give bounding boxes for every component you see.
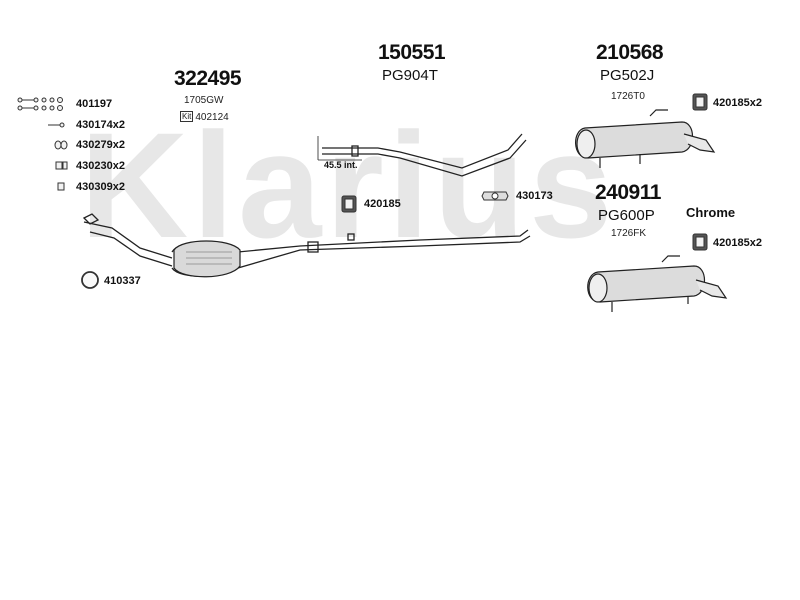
finish-chrome: Chrome — [686, 205, 736, 220]
gasket-430173-icon — [481, 191, 509, 201]
fitting-430230: 430230x2 — [76, 160, 125, 172]
front-pipe-drawing — [82, 213, 531, 277]
part-number-240911: 240911 — [595, 181, 661, 204]
part-code-pg502j: PG502J — [600, 67, 655, 84]
ring-410337-icon — [81, 271, 99, 289]
part-number-322495: 322495 — [174, 67, 242, 90]
fitting-401197: 401197 — [76, 98, 113, 110]
watermark: Klarius — [80, 101, 617, 269]
fitting-430173: 430173 — [516, 190, 553, 202]
centre-pipe-drawing — [317, 133, 527, 177]
part-code-pg904t: PG904T — [382, 67, 438, 84]
rear-silencer-bottom-drawing — [587, 255, 728, 312]
fitting-icons — [17, 93, 708, 289]
kit-number: 402124 — [195, 112, 229, 123]
bolt-430174-icon — [48, 122, 65, 128]
nut-430309-icon — [57, 182, 65, 191]
fitting-410337: 410337 — [104, 275, 141, 287]
fitting-420185-bottom: 420185x2 — [713, 237, 762, 249]
part-number-150551: 150551 — [378, 41, 446, 64]
fitting-430279: 430279x2 — [76, 139, 125, 151]
pipe-dimension: 45.5 int. — [324, 160, 358, 170]
rubber-mount-420185-top-icon — [692, 93, 708, 111]
rubber-mount-420185-mid-icon — [341, 195, 357, 213]
fitting-430174: 430174x2 — [76, 119, 125, 131]
part-subcode-1726t0: 1726T0 — [611, 91, 645, 102]
fitting-420185-top: 420185x2 — [713, 97, 762, 109]
rubber-mount-420185-bottom-icon — [692, 233, 708, 251]
fitting-420185-mid: 420185 — [364, 198, 401, 210]
part-number-210568: 210568 — [596, 41, 664, 64]
bolt-401197-icon — [17, 97, 63, 111]
nut-430230-icon — [55, 161, 68, 170]
kit-prefix: Kit — [180, 111, 194, 122]
catalytic-converter-drawing — [173, 240, 241, 278]
rear-silencer-top-drawing — [575, 109, 716, 168]
part-subcode-1726fk: 1726FK — [611, 228, 647, 239]
fitting-430309: 430309x2 — [76, 181, 125, 193]
spring-430279-icon — [54, 140, 68, 150]
part-code-1705gw: 1705GW — [184, 95, 224, 106]
part-code-pg600p: PG600P — [598, 207, 655, 224]
